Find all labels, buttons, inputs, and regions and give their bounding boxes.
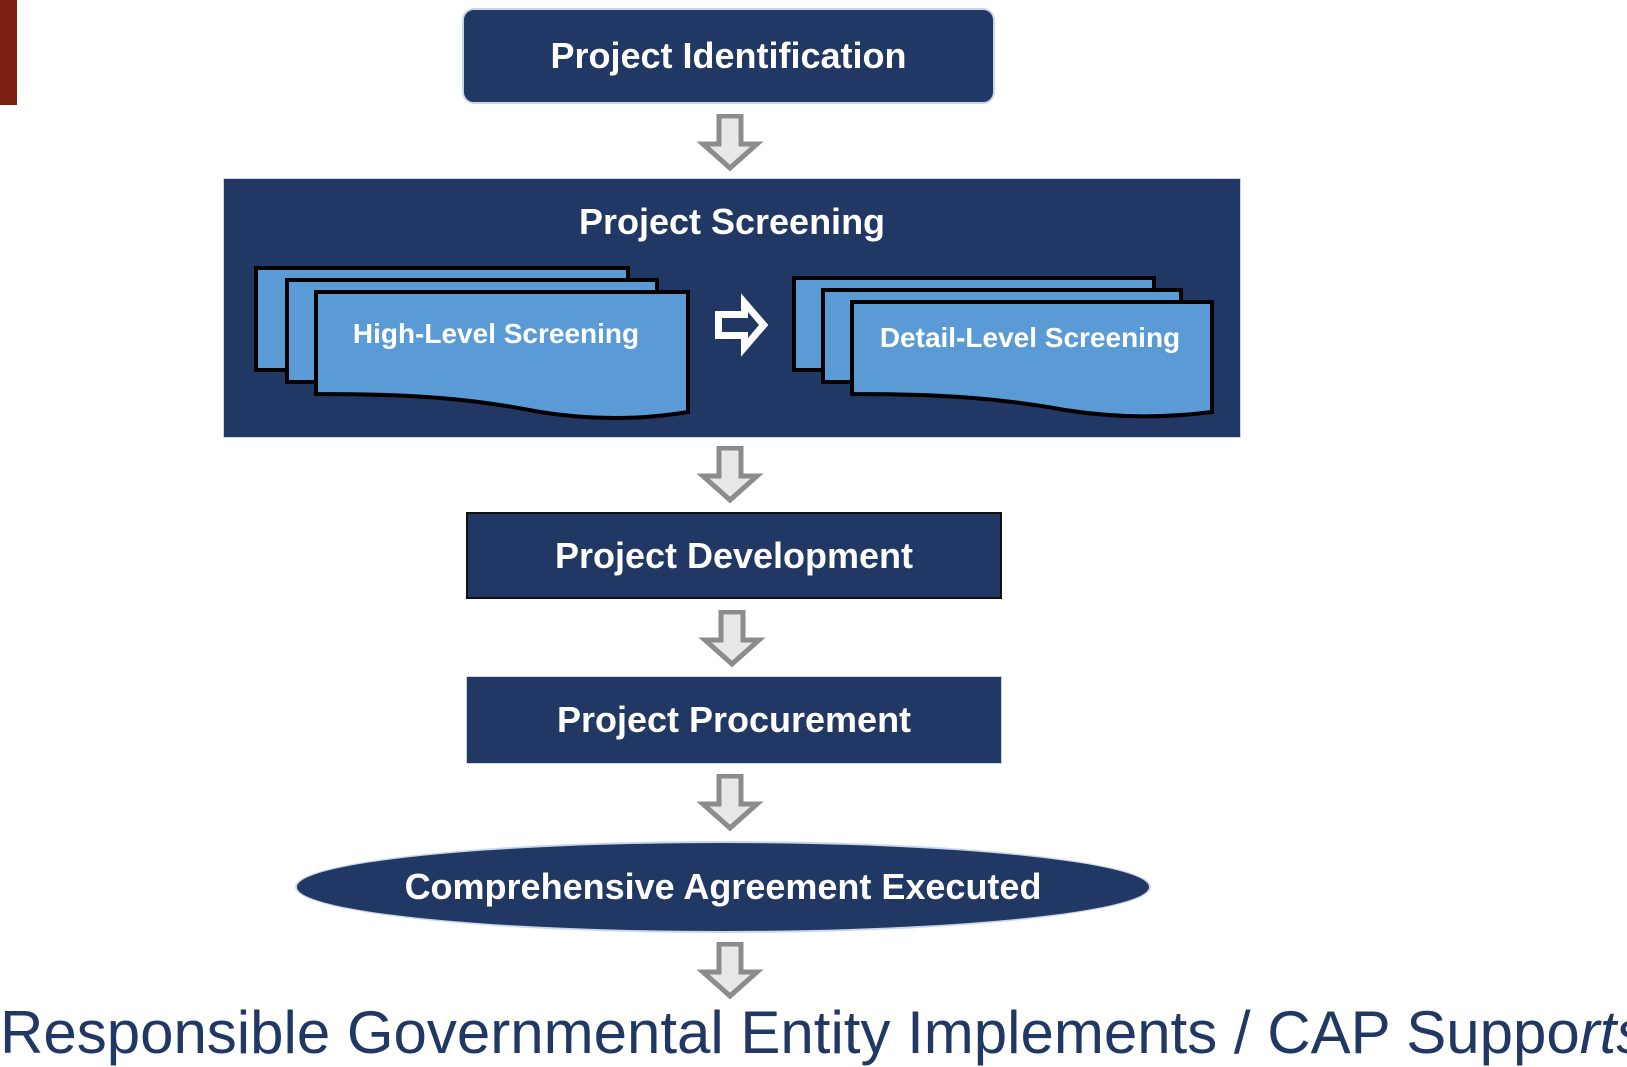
- step-project-procurement: Project Procurement: [466, 676, 1002, 764]
- high-level-screening-label: High-Level Screening: [352, 318, 640, 349]
- down-arrow-icon: [696, 774, 764, 832]
- step-project-screening: Project Screening: [223, 178, 1241, 438]
- down-arrow-icon: [696, 114, 764, 172]
- footer-text-italic: rts: [1579, 999, 1627, 1066]
- down-arrow-icon: [696, 942, 764, 1000]
- step-label: Project Procurement: [556, 699, 912, 740]
- step-label: Project Development: [554, 534, 914, 576]
- step-label: Project Identification: [550, 35, 907, 76]
- step-label: Comprehensive Agreement Executed: [404, 866, 1042, 907]
- footer-text: Responsible Governmental Entity Implemen…: [0, 999, 1580, 1066]
- down-arrow-icon: [696, 446, 764, 504]
- footer-caption: Responsible Governmental Entity Implemen…: [0, 998, 1627, 1067]
- step-label: Project Screening: [578, 201, 886, 242]
- corner-accent: [0, 0, 17, 105]
- down-arrow-icon: [698, 610, 766, 668]
- step-project-identification: Project Identification: [462, 8, 995, 104]
- step-comprehensive-agreement: Comprehensive Agreement Executed: [295, 841, 1151, 933]
- step-project-development: Project Development: [466, 512, 1002, 599]
- detail-level-screening-label: Detail-Level Screening: [879, 322, 1181, 353]
